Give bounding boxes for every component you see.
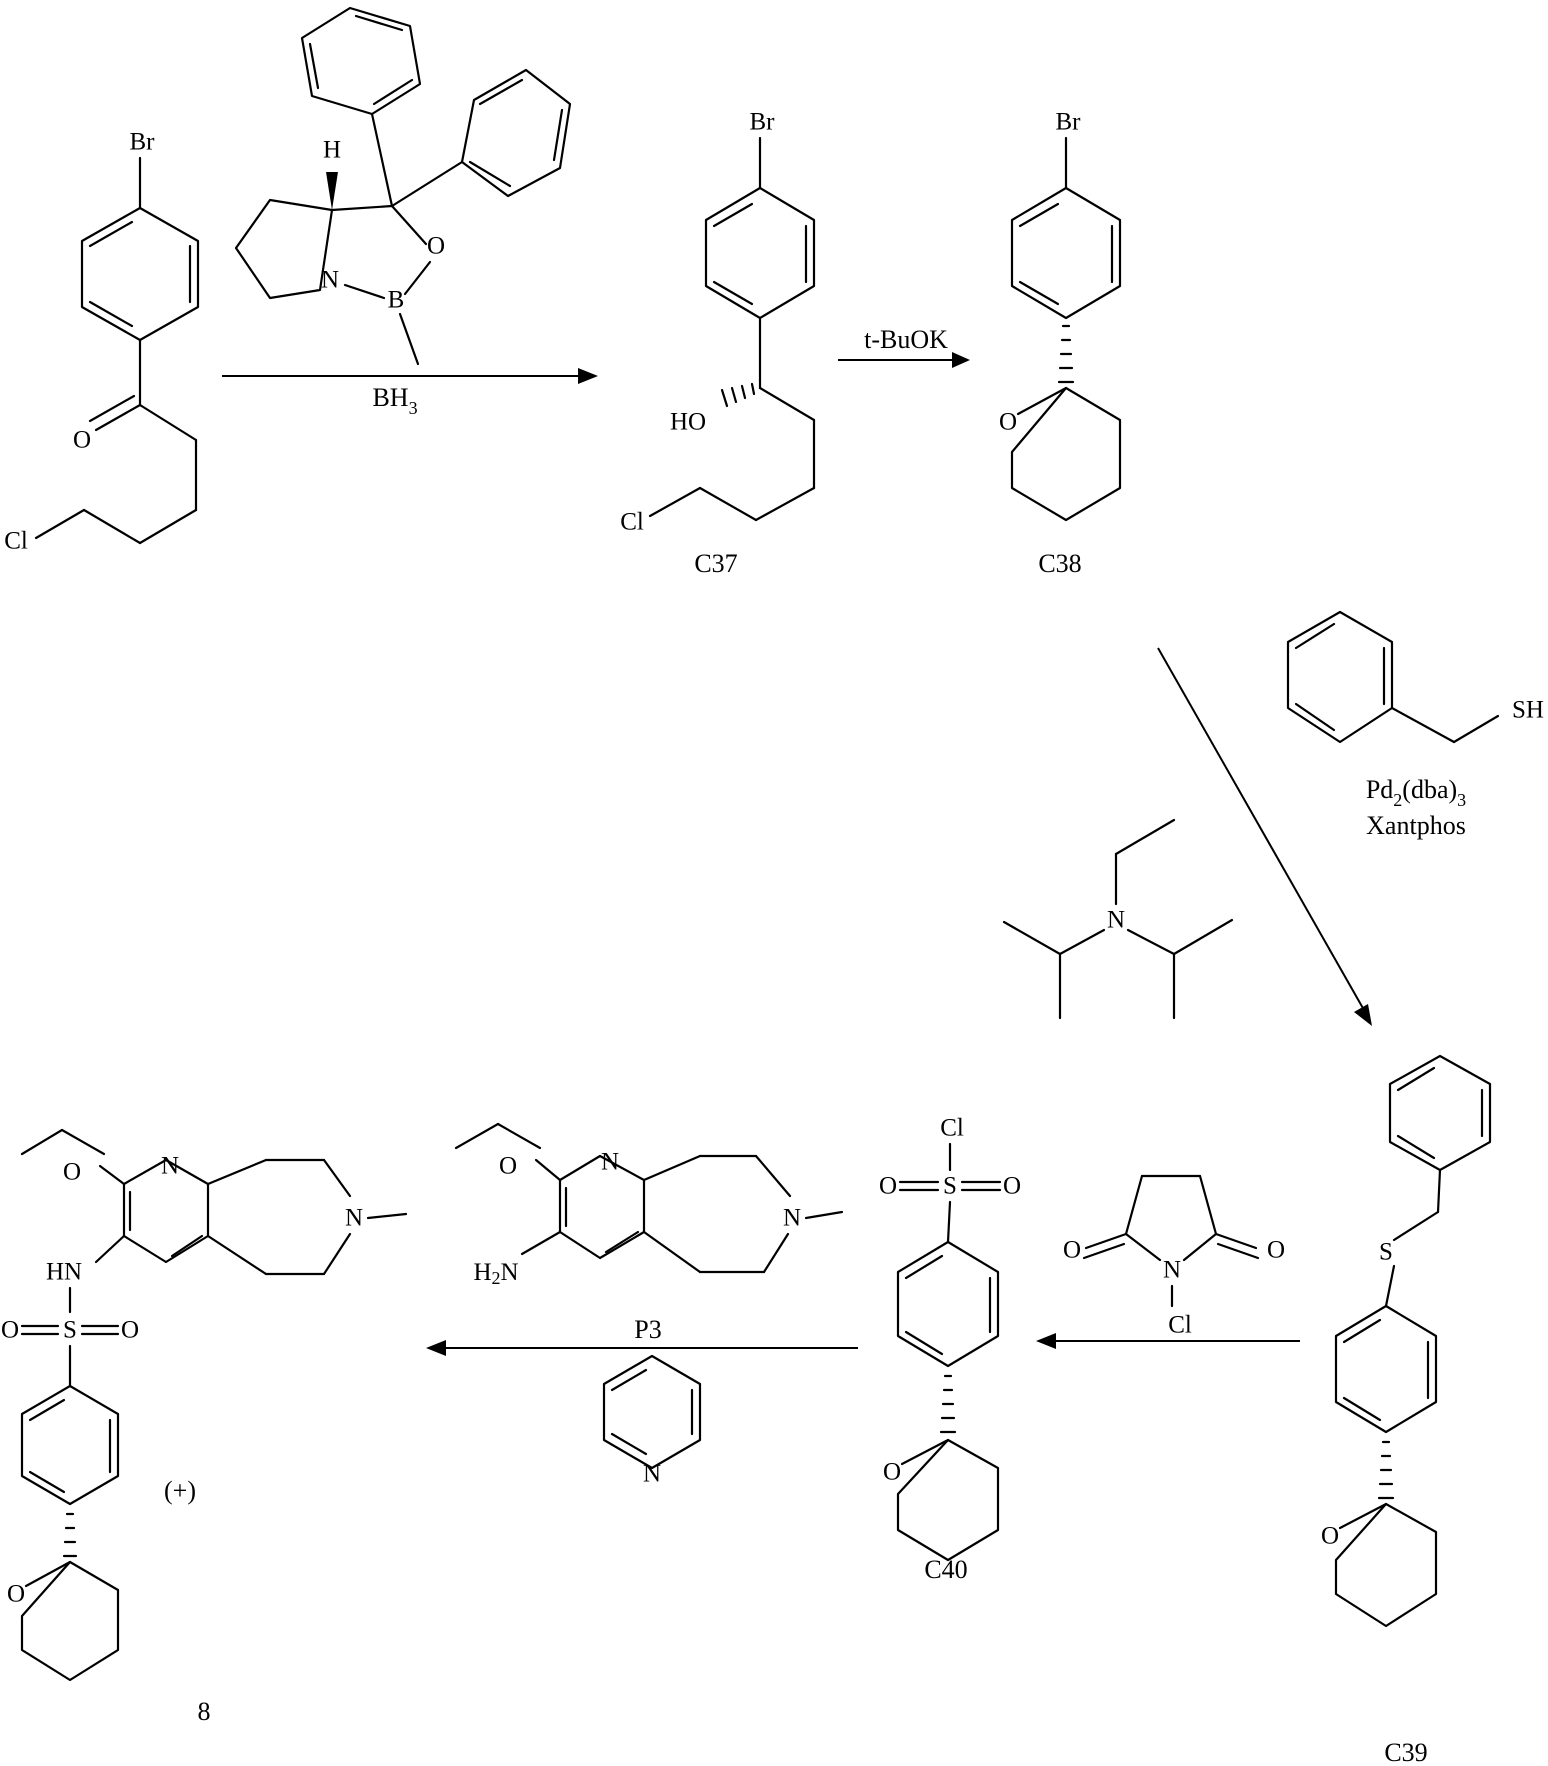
hashed-bond (64, 1514, 76, 1556)
atom-o: O (1321, 1523, 1339, 1550)
amine-n: N (501, 1259, 519, 1286)
n-chlorosuccinimide: O O N Cl (1063, 1176, 1285, 1339)
atom-o: O (7, 1581, 25, 1608)
amine-h-subscript: 2 (492, 1268, 501, 1288)
arrow-step2: t-BuOK (838, 325, 970, 368)
atom-o: O (999, 409, 1017, 436)
atom-cl: Cl (940, 1115, 964, 1142)
atom-sh: SH (1512, 697, 1544, 724)
atom-o: O (1063, 1237, 1081, 1264)
atom-o: O (121, 1317, 139, 1344)
atom-o: O (883, 1459, 901, 1486)
atom-o: O (1003, 1173, 1021, 1200)
hashed-bond (722, 384, 754, 406)
atom-o: O (63, 1159, 81, 1186)
arrow-step5: P3 (426, 1315, 858, 1356)
atom-b: B (388, 287, 405, 314)
atom-n: N (601, 1149, 619, 1176)
label-c37: C37 (694, 549, 737, 578)
stereo-note: (+) (164, 1476, 196, 1505)
atom-n: N (783, 1205, 801, 1232)
atom-br: Br (130, 129, 156, 156)
reagent-bh3: BH (372, 383, 408, 412)
atom-s: S (1379, 1239, 1393, 1266)
pyridine: N (604, 1356, 700, 1488)
atom-cl: Cl (620, 509, 644, 536)
atom-n: N (643, 1461, 661, 1488)
cbs-catalyst: N O B H (236, 8, 570, 364)
compound-c37: Br HO Cl C37 (620, 109, 814, 579)
atom-cl: Cl (1168, 1312, 1192, 1339)
benzyl-mercaptan: SH (1288, 612, 1544, 742)
reagent-tbuok: t-BuOK (864, 325, 948, 354)
atom-ho: HO (670, 409, 706, 436)
svg-text:BH3: BH3 (372, 383, 417, 418)
catalyst-pd: Pd (1366, 775, 1393, 804)
reagent-bh3-subscript: 3 (409, 398, 418, 418)
catalyst-dba: (dba) (1402, 775, 1457, 804)
atom-br: Br (750, 109, 776, 136)
atom-o: O (879, 1173, 897, 1200)
atom-o: O (499, 1153, 517, 1180)
arrow-step3 (1158, 648, 1372, 1026)
atom-n: N (345, 1205, 363, 1232)
label-product: 8 (198, 1697, 211, 1726)
hashed-bond (1379, 1442, 1393, 1498)
compound-c40: Cl S O O O C40 (879, 1115, 1021, 1585)
atom-o: O (73, 427, 91, 454)
compound-c38: Br O C38 (999, 109, 1120, 579)
product-8: O N N HN S O O (1, 1130, 406, 1726)
atom-o: O (1, 1317, 19, 1344)
atom-cl: Cl (4, 528, 28, 555)
atom-br: Br (1056, 109, 1082, 136)
atom-n: N (161, 1153, 179, 1180)
compound-c39: S O C39 (1321, 1056, 1490, 1766)
label-c40: C40 (924, 1555, 967, 1584)
svg-text:Pd2(dba)3: Pd2(dba)3 (1366, 775, 1466, 810)
label-c39: C39 (1384, 1738, 1427, 1766)
starting-ketone: Br O Cl (4, 129, 198, 555)
label-c38: C38 (1038, 549, 1081, 578)
svg-text:H2N: H2N (473, 1259, 518, 1289)
atom-n: N (321, 267, 339, 294)
hashed-bond (941, 1376, 955, 1432)
atom-h: H (323, 137, 341, 164)
atom-o: O (1267, 1237, 1285, 1264)
reagent-p3: P3 (634, 1315, 661, 1344)
hashed-bond (1059, 326, 1073, 382)
amine-p3: O N H2N N (456, 1124, 842, 1288)
atom-o: O (427, 233, 445, 260)
reagent-xantphos: Xantphos (1366, 811, 1466, 840)
amine-h: H (473, 1259, 491, 1286)
atom-n: N (1107, 907, 1125, 934)
catalyst-dba-subscript: 3 (1457, 790, 1466, 810)
atom-s: S (63, 1317, 77, 1344)
arrow-step1: BH3 (222, 368, 598, 418)
atom-hn: HN (46, 1259, 82, 1286)
dipea: N (1004, 820, 1232, 1018)
atom-n: N (1163, 1257, 1181, 1284)
atom-s: S (943, 1173, 957, 1200)
catalyst-pd-subscript: 2 (1393, 790, 1402, 810)
